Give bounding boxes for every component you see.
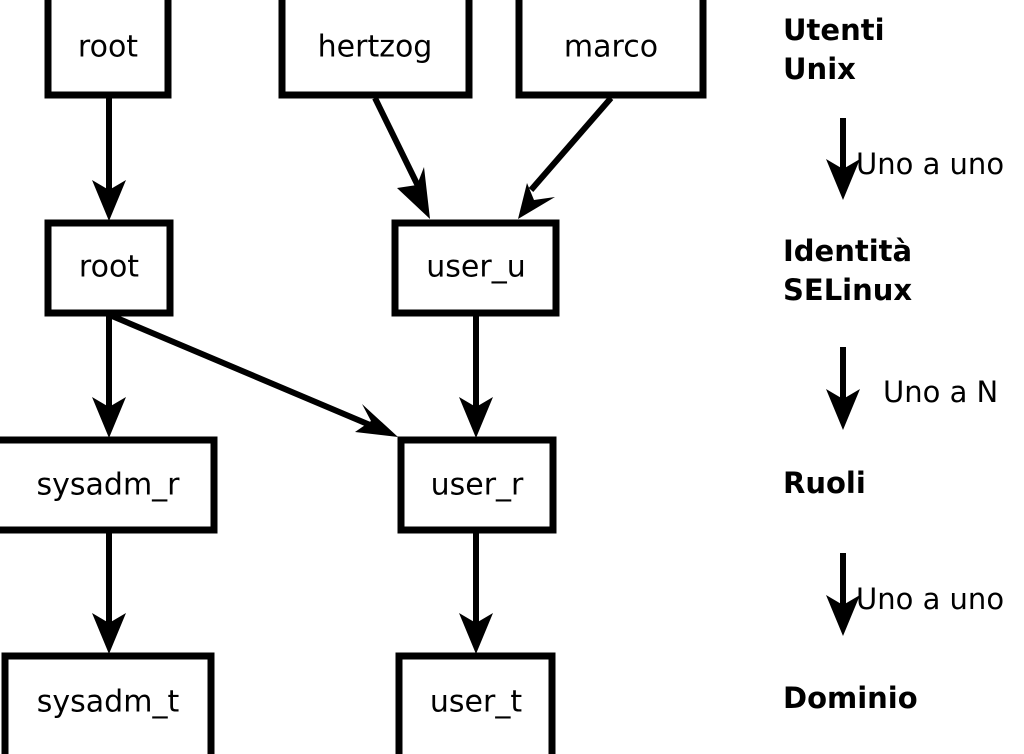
node-unix-root-label: root [78, 30, 138, 65]
edge-hertzog-to-user-u [372, 96, 430, 219]
legend-level-ruoli: Ruoli [783, 466, 866, 500]
node-domain-user-t-label: user_t [430, 685, 522, 720]
node-role-sysadm-r[interactable]: sysadm_r [0, 436, 218, 534]
legend-level-3-line1: Dominio [783, 681, 918, 715]
node-unix-hertzog[interactable]: hertzog [278, 0, 473, 99]
legend-level-0-line1: Utenti [783, 13, 885, 47]
legend-relation-uno-a-n: Uno a N [826, 347, 998, 430]
node-identity-user-u[interactable]: user_u [391, 219, 560, 317]
edge-id-root-to-sysadm-r [92, 315, 126, 438]
legend-level-2-line1: Ruoli [783, 466, 866, 500]
node-unix-marco-label: marco [564, 30, 658, 65]
legend-level-identita-selinux: Identità SELinux [783, 234, 912, 307]
node-role-sysadm-r-label: sysadm_r [37, 468, 181, 503]
node-layer: root hertzog marco root user_u sysadm_r [0, 0, 707, 754]
edge-user-u-to-user-r [459, 315, 493, 438]
node-domain-user-t[interactable]: user_t [395, 652, 556, 754]
node-identity-root[interactable]: root [44, 219, 174, 317]
legend-relation-0-label: Uno a uno [856, 147, 1004, 181]
node-domain-sysadm-t[interactable]: sysadm_t [1, 652, 215, 754]
edge-layer [92, 96, 614, 654]
node-unix-marco[interactable]: marco [515, 0, 707, 99]
legend-relation-uno-a-uno-2: Uno a uno [826, 553, 1004, 636]
node-role-user-r[interactable]: user_r [397, 436, 557, 534]
legend-column: Utenti Unix Uno a uno Identità SELinux U… [783, 13, 1004, 715]
legend-relation-uno-a-uno-1: Uno a uno [826, 118, 1004, 200]
legend-level-0-line2: Unix [783, 52, 856, 86]
legend-relation-2-label: Uno a uno [856, 582, 1004, 616]
edge-unix-root-to-id-root [92, 98, 126, 221]
node-role-user-r-label: user_r [431, 468, 524, 503]
node-unix-root[interactable]: root [44, 0, 172, 99]
node-domain-sysadm-t-label: sysadm_t [37, 685, 180, 720]
edge-id-root-to-user-r [110, 313, 398, 437]
legend-level-1-line1: Identità [783, 234, 912, 268]
node-identity-root-label: root [79, 250, 139, 285]
edge-user-r-to-user-t [459, 533, 493, 654]
legend-relation-1-label: Uno a N [883, 375, 998, 409]
node-unix-hertzog-label: hertzog [318, 30, 433, 65]
edge-sysadm-r-to-sysadm-t [92, 533, 126, 654]
edge-marco-to-user-u [518, 96, 614, 219]
node-identity-user-u-label: user_u [426, 250, 525, 285]
legend-level-utenti-unix: Utenti Unix [783, 13, 885, 86]
legend-level-dominio: Dominio [783, 681, 918, 715]
legend-level-1-line2: SELinux [783, 273, 912, 307]
